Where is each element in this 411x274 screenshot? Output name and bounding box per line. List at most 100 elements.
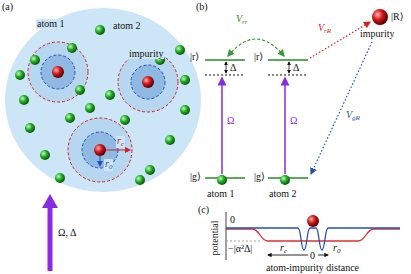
rydberg-atom bbox=[65, 113, 75, 123]
rydberg-atom bbox=[19, 95, 29, 105]
subscript: c bbox=[284, 247, 287, 255]
rabi-label: Ω bbox=[227, 116, 234, 126]
interaction-label: VgR bbox=[346, 110, 360, 122]
state-label: |R⟩ bbox=[391, 12, 404, 22]
interaction-line bbox=[228, 22, 372, 174]
impurity-sphere bbox=[52, 66, 154, 156]
radius-label: r0 bbox=[104, 159, 113, 171]
exclusion-zone bbox=[68, 118, 132, 182]
subscript: rR bbox=[324, 27, 331, 35]
interaction-line bbox=[310, 22, 370, 58]
exclusion-zone bbox=[28, 42, 88, 102]
rydberg-atom bbox=[55, 173, 65, 183]
plot-axis bbox=[226, 212, 227, 260]
rydberg-atom bbox=[180, 75, 190, 85]
ground-atom bbox=[217, 175, 290, 185]
rydberg-atom bbox=[75, 85, 85, 95]
rydberg-atom bbox=[120, 115, 130, 125]
impurity-label: impurity bbox=[128, 49, 164, 59]
impurity-sphere bbox=[52, 66, 64, 78]
subscript: rr bbox=[242, 18, 247, 26]
radius-arrow bbox=[268, 255, 328, 256]
state-label: |g⟩ bbox=[190, 172, 201, 182]
interaction-label: VrR bbox=[318, 23, 331, 35]
rydberg-atom bbox=[30, 55, 40, 65]
laser-arrow bbox=[42, 194, 58, 271]
panel-tag: (a) bbox=[2, 2, 13, 12]
rydberg-atom bbox=[165, 135, 175, 145]
subscript: c bbox=[121, 140, 124, 148]
energy-level bbox=[205, 60, 308, 178]
rydberg-atom bbox=[105, 90, 115, 100]
exclusion-zone bbox=[131, 65, 165, 99]
rydberg-atom bbox=[175, 45, 185, 55]
radius-arrow bbox=[318, 255, 328, 256]
axis-label: potential bbox=[210, 221, 220, 256]
detuning-arrow bbox=[289, 62, 290, 73]
atom-label: atom 2 bbox=[269, 189, 297, 199]
energy-level bbox=[268, 59, 308, 61]
exclusion-zone bbox=[28, 42, 178, 182]
panel-tag: (b) bbox=[196, 2, 208, 12]
rydberg-atom bbox=[67, 43, 77, 53]
ground-atom bbox=[217, 175, 227, 185]
subscript: 0 bbox=[109, 163, 113, 171]
impurity-sphere bbox=[307, 215, 319, 227]
laser-label: Ω, Δ bbox=[58, 228, 76, 238]
laser-arrow bbox=[48, 206, 53, 271]
axis-tick: 0 bbox=[310, 251, 315, 261]
rydberg-atom bbox=[15, 70, 25, 80]
impurity-sphere bbox=[94, 144, 106, 156]
gas-cloud bbox=[5, 8, 201, 192]
drive-arrow bbox=[221, 78, 223, 174]
virtual-level bbox=[205, 75, 245, 76]
rabi-label: Ω bbox=[290, 116, 297, 126]
state-label: |g⟩ bbox=[254, 172, 265, 182]
radius-label: rc bbox=[280, 243, 287, 255]
subscript: gR bbox=[352, 114, 360, 122]
laser-arrow bbox=[42, 194, 58, 208]
radius-arrow bbox=[268, 255, 308, 256]
rydberg-atom bbox=[135, 175, 145, 185]
energy-level bbox=[205, 59, 245, 61]
impurity-sphere bbox=[372, 9, 388, 25]
drive-arrow bbox=[284, 78, 286, 174]
axis-tick: 0 bbox=[230, 215, 235, 225]
impurity-label: impurity bbox=[360, 29, 394, 39]
gas-cloud bbox=[5, 8, 201, 192]
radius-label: rc bbox=[116, 136, 125, 148]
impurity-sphere bbox=[307, 215, 319, 227]
virtual-level bbox=[268, 75, 308, 76]
interaction-label: Vrr bbox=[236, 14, 248, 26]
atom-label: atom 1 bbox=[36, 19, 66, 29]
rydberg-atom bbox=[15, 25, 190, 185]
rydberg-atom bbox=[85, 103, 95, 113]
detuning-label: Δ bbox=[230, 63, 236, 73]
state-label: |r⟩ bbox=[190, 52, 199, 62]
rydberg-atom bbox=[25, 123, 35, 133]
ground-atom bbox=[280, 175, 290, 185]
atom-label: atom 2 bbox=[112, 21, 142, 31]
plot-axis bbox=[226, 241, 262, 242]
interaction-line bbox=[311, 42, 372, 174]
impurity-sphere bbox=[142, 76, 154, 88]
detuning-label: Δ bbox=[293, 63, 299, 73]
rydberg-atom bbox=[40, 150, 50, 160]
subscript: 0 bbox=[337, 247, 341, 255]
panel-tag: (c) bbox=[198, 205, 209, 215]
radius-label: r0 bbox=[333, 243, 340, 255]
exclusion-zone bbox=[118, 52, 178, 112]
detuning-arrow bbox=[226, 62, 289, 73]
detuning-arrow bbox=[226, 62, 227, 73]
rydberg-atom bbox=[95, 25, 105, 35]
rydberg-atom bbox=[145, 165, 155, 175]
well-depth-label: −|α²Δ| bbox=[228, 244, 252, 254]
potential-curve bbox=[226, 229, 400, 241]
state-label: |r⟩ bbox=[254, 52, 263, 62]
impurity-sphere bbox=[372, 9, 388, 25]
virtual-level bbox=[205, 75, 308, 76]
plot-axis bbox=[226, 212, 262, 260]
drive-arrow bbox=[222, 78, 285, 174]
atom-label: atom 1 bbox=[207, 189, 235, 199]
